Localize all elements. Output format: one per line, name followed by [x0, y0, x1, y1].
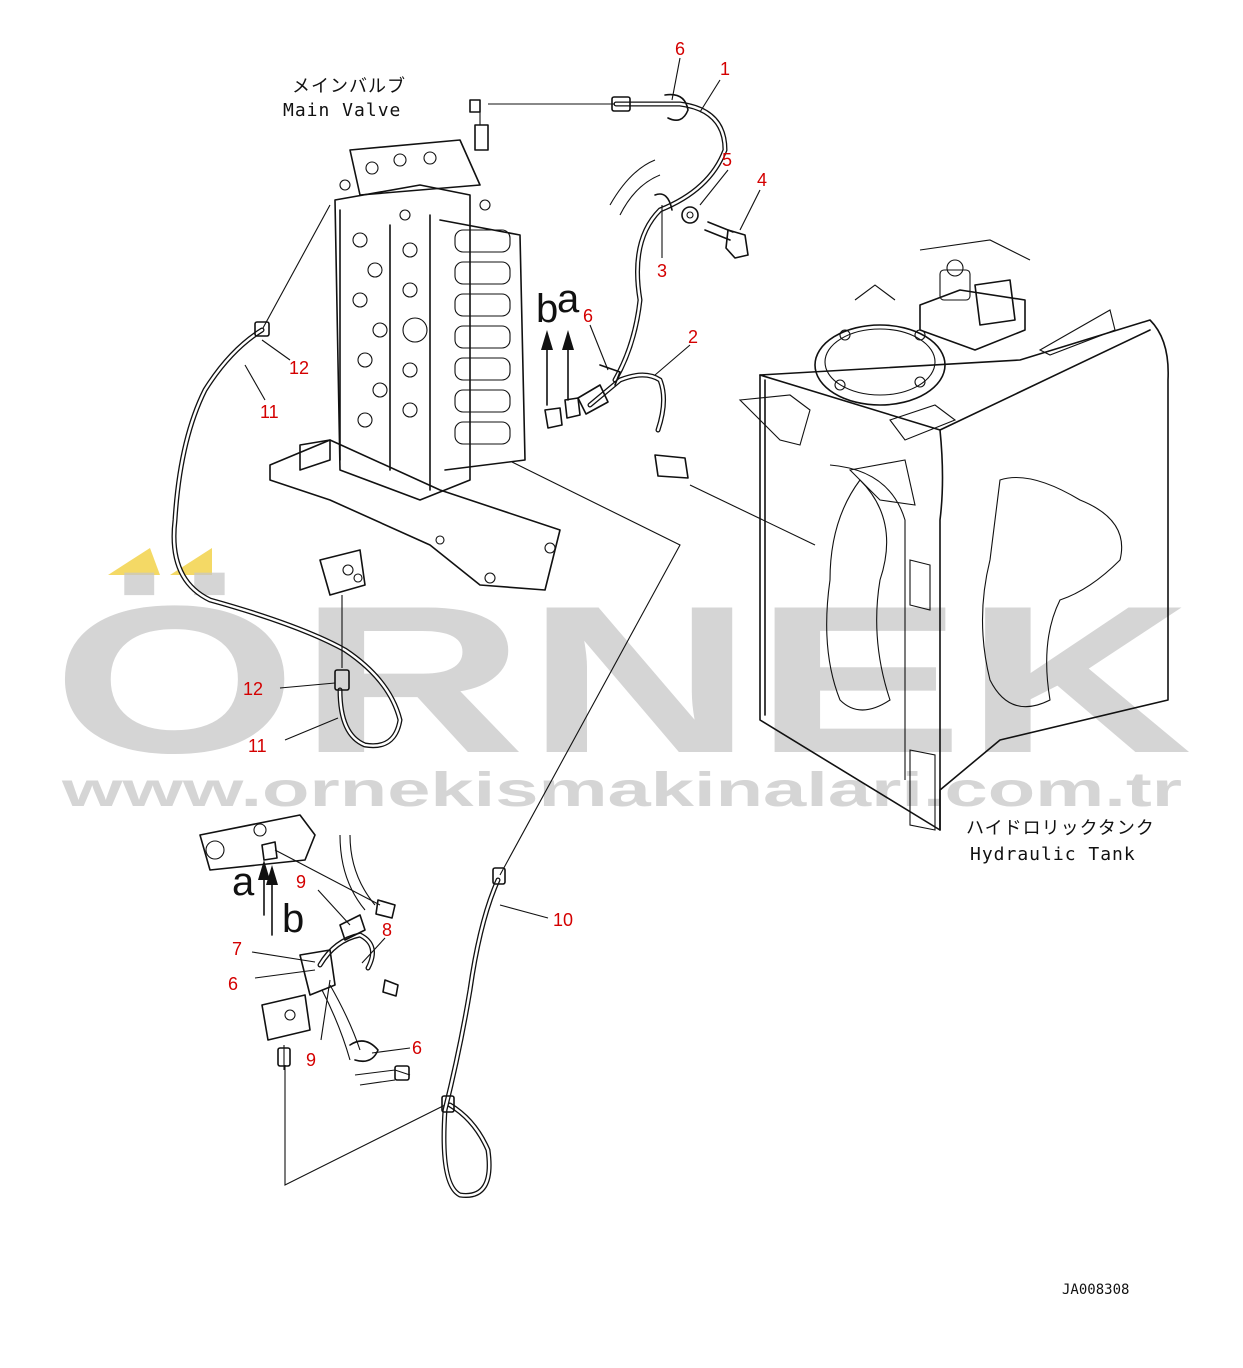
lower-valve-group — [199, 814, 446, 1186]
callout-12-upper: 12 — [289, 358, 309, 378]
callout-3: 3 — [657, 261, 667, 281]
hose-1 — [488, 93, 749, 383]
callout-10: 10 — [553, 910, 573, 930]
callout-11-upper: 11 — [260, 402, 279, 422]
callout-5: 5 — [722, 150, 732, 170]
callout-11-lower: 11 — [248, 736, 267, 756]
callout-6-lower-left: 6 — [228, 974, 238, 994]
tank-label-jp: ハイドロリックタンク — [966, 818, 1155, 839]
pilot-arrows: b a a b — [232, 277, 580, 941]
main-valve-label-en: Main Valve — [283, 100, 401, 121]
callout-4: 4 — [757, 170, 767, 190]
callout-12-lower: 12 — [243, 679, 263, 699]
hydraulic-tank: ハイドロリックタンク Hydraulic Tank — [738, 239, 1169, 865]
hose-10 — [441, 461, 681, 1198]
callout-6-top: 6 — [675, 39, 685, 59]
callout-7: 7 — [232, 939, 242, 959]
arrow-label-lower-b: b — [282, 897, 304, 941]
drawing-number: JA008308 — [1062, 1282, 1129, 1298]
callout-6-mid: 6 — [583, 306, 593, 326]
hose-2 — [544, 364, 816, 546]
callout-9-upper: 9 — [296, 872, 306, 892]
watermark-brand: ÖRNEK — [52, 562, 1192, 797]
arrow-label-upper-b: b — [536, 287, 558, 331]
callouts: 1 2 3 4 5 6 6 6 6 7 8 9 9 10 11 11 12 12 — [228, 39, 767, 1070]
arrow-label-upper-a: a — [557, 277, 580, 321]
watermark-url: www.ornekismakinalari.com.tr — [60, 764, 1182, 817]
main-valve: メインバルブ Main Valve — [269, 75, 561, 591]
arrow-label-lower-a: a — [232, 860, 255, 904]
watermark-accent-left — [108, 548, 160, 575]
callout-8: 8 — [382, 920, 392, 940]
tank-label-en: Hydraulic Tank — [970, 844, 1136, 865]
callout-1: 1 — [720, 59, 730, 79]
callout-6-lower-right: 6 — [412, 1038, 422, 1058]
main-valve-label-jp: メインバルブ — [292, 75, 406, 97]
watermark: ÖRNEK www.ornekismakinalari.com.tr — [52, 548, 1192, 817]
callout-2: 2 — [688, 327, 698, 347]
hose-11 — [171, 204, 403, 749]
callout-9-lower: 9 — [306, 1050, 316, 1070]
leader-lines — [244, 57, 761, 1054]
